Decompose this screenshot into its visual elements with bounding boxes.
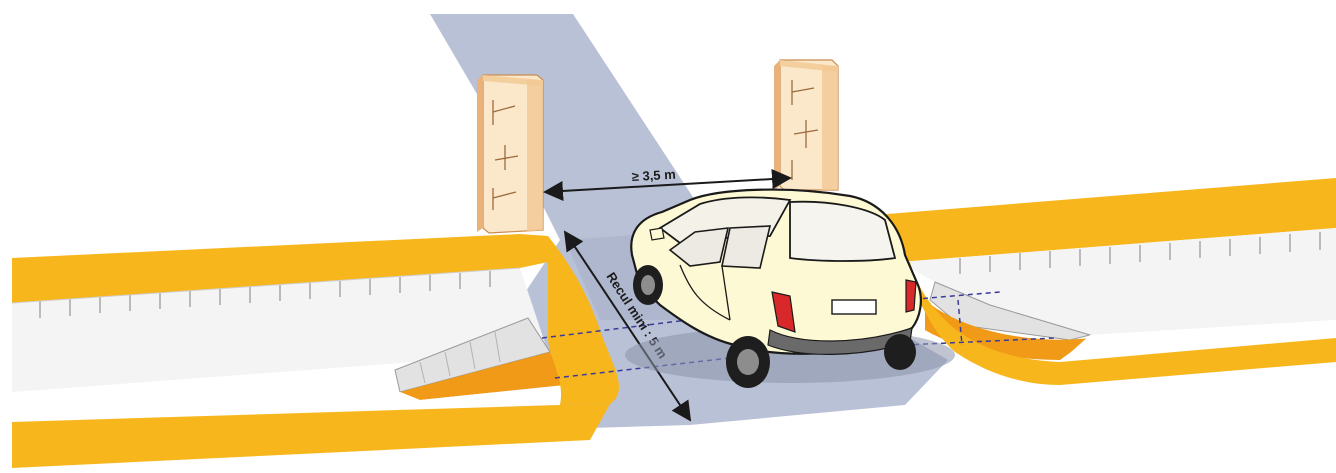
right-gate-pillar — [774, 60, 838, 190]
car-tail-light-right — [906, 280, 916, 312]
car-mirror — [650, 228, 664, 240]
car-rear-wheel — [726, 336, 770, 388]
gate-width-label: ≥ 3,5 m — [631, 167, 676, 184]
car-license-plate — [832, 300, 876, 314]
car-front-wheel — [633, 265, 663, 305]
left-gate-pillar — [477, 75, 543, 233]
car-right-rear-wheel — [884, 334, 916, 370]
